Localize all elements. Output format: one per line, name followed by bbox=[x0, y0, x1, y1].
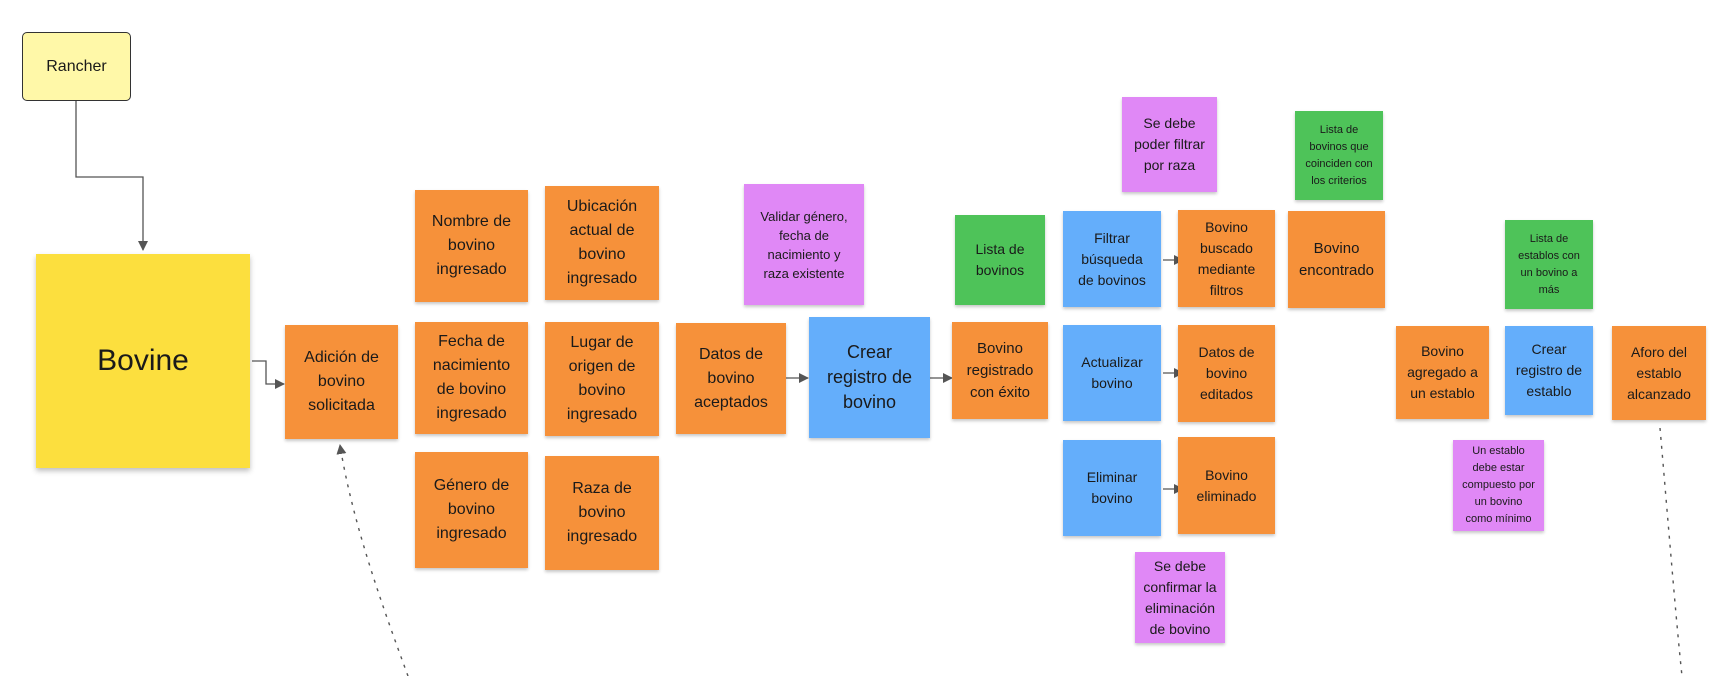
event-bovino-buscado[interactable]: Bovino buscado mediante filtros bbox=[1178, 210, 1275, 307]
policy-establo-minimo[interactable]: Un establo debe estar compuesto por un b… bbox=[1453, 440, 1544, 531]
command-filtrar-busqueda[interactable]: Filtrar búsqueda de bovinos bbox=[1063, 211, 1161, 307]
loop-to-adicion-connector bbox=[336, 444, 409, 676]
event-bovino-eliminado[interactable]: Bovino eliminado bbox=[1178, 437, 1275, 534]
rancher-to-bovine-connector bbox=[75, 101, 148, 251]
read-model-lista-establos[interactable]: Lista de establos con un bovino a más bbox=[1505, 220, 1593, 309]
bovine-to-adicion-connector bbox=[252, 360, 285, 389]
command-crear-registro-establo[interactable]: Crear registro de establo bbox=[1505, 326, 1593, 415]
event-bovino-encontrado[interactable]: Bovino encontrado bbox=[1288, 211, 1385, 308]
actor-rancher[interactable]: Rancher bbox=[22, 32, 131, 101]
event-raza-ingresado[interactable]: Raza de bovino ingresado bbox=[545, 456, 659, 570]
event-datos-aceptados[interactable]: Datos de bovino aceptados bbox=[676, 323, 786, 434]
policy-filtrar-raza[interactable]: Se debe poder filtrar por raza bbox=[1122, 97, 1217, 192]
event-lugar-ingresado[interactable]: Lugar de origen de bovino ingresado bbox=[545, 322, 659, 436]
read-model-lista-bovinos[interactable]: Lista de bovinos bbox=[955, 215, 1045, 305]
command-actualizar-bovino[interactable]: Actualizar bovino bbox=[1063, 325, 1161, 421]
event-registrado-exito[interactable]: Bovino registrado con éxito bbox=[952, 322, 1048, 419]
event-ubicacion-ingresado[interactable]: Ubicación actual de bovino ingresado bbox=[545, 186, 659, 300]
command-crear-registro-bovino[interactable]: Crear registro de bovino bbox=[809, 317, 930, 438]
command-eliminar-bovino[interactable]: Eliminar bovino bbox=[1063, 440, 1161, 536]
event-bovino-agregado-establo[interactable]: Bovino agregado a un establo bbox=[1396, 326, 1489, 419]
event-genero-ingresado[interactable]: Género de bovino ingresado bbox=[415, 452, 528, 568]
event-fecha-ingresado[interactable]: Fecha de nacimiento de bovino ingresado bbox=[415, 322, 528, 434]
policy-validar[interactable]: Validar género, fecha de nacimiento y ra… bbox=[744, 184, 864, 305]
aggregate-bovine[interactable]: Bovine bbox=[36, 254, 250, 468]
policy-confirmar-eliminacion[interactable]: Se debe confirmar la eliminación de bovi… bbox=[1135, 552, 1225, 643]
event-aforo-alcanzado[interactable]: Aforo del establo alcanzado bbox=[1612, 326, 1706, 420]
event-nombre-ingresado[interactable]: Nombre de bovino ingresado bbox=[415, 190, 528, 302]
event-datos-editados[interactable]: Datos de bovino editados bbox=[1178, 325, 1275, 422]
aforo-loop-connector bbox=[1659, 427, 1683, 676]
event-adicion-solicitada[interactable]: Adición de bovino solicitada bbox=[285, 325, 398, 439]
read-model-lista-criterios[interactable]: Lista de bovinos que coinciden con los c… bbox=[1295, 111, 1383, 200]
